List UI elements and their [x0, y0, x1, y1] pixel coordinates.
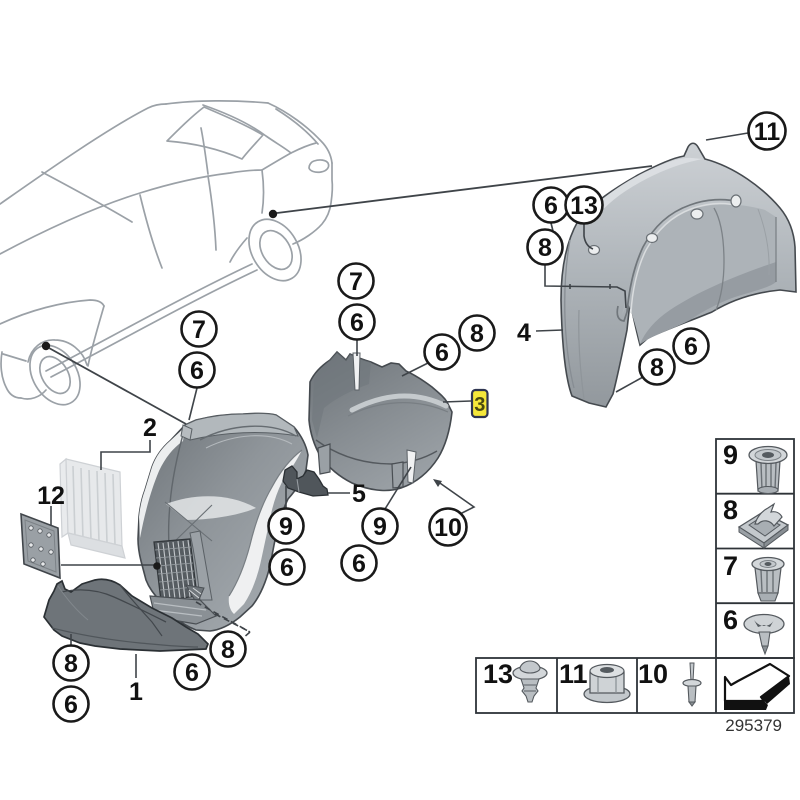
svg-text:11: 11 — [559, 659, 588, 689]
svg-text:6: 6 — [185, 659, 199, 687]
svg-text:8: 8 — [538, 234, 552, 262]
svg-text:8: 8 — [650, 354, 664, 382]
svg-text:295379: 295379 — [725, 716, 782, 735]
svg-text:7: 7 — [349, 268, 363, 296]
svg-text:7: 7 — [192, 316, 206, 344]
svg-text:1: 1 — [129, 678, 143, 706]
svg-text:6: 6 — [544, 192, 558, 220]
svg-text:12: 12 — [37, 482, 65, 510]
svg-text:5: 5 — [352, 480, 366, 508]
svg-text:9: 9 — [373, 513, 387, 541]
svg-text:11: 11 — [754, 118, 781, 146]
svg-text:6: 6 — [280, 554, 294, 582]
svg-text:6: 6 — [435, 339, 449, 367]
svg-text:6: 6 — [723, 605, 738, 635]
svg-text:2: 2 — [143, 414, 157, 442]
svg-text:10: 10 — [434, 514, 462, 542]
svg-text:13: 13 — [570, 192, 598, 220]
svg-text:8: 8 — [221, 636, 235, 664]
svg-text:13: 13 — [483, 659, 513, 689]
svg-text:9: 9 — [279, 513, 293, 541]
svg-text:6: 6 — [190, 357, 204, 385]
svg-text:8: 8 — [64, 650, 78, 678]
svg-text:6: 6 — [684, 333, 698, 361]
svg-text:3: 3 — [474, 394, 485, 416]
svg-text:8: 8 — [470, 320, 484, 348]
svg-text:4: 4 — [517, 319, 531, 347]
svg-text:6: 6 — [64, 691, 78, 719]
svg-text:6: 6 — [352, 550, 366, 578]
svg-text:8: 8 — [723, 495, 738, 525]
svg-text:9: 9 — [723, 440, 738, 470]
svg-text:7: 7 — [723, 551, 738, 581]
svg-text:6: 6 — [350, 309, 364, 337]
svg-text:10: 10 — [638, 659, 668, 689]
